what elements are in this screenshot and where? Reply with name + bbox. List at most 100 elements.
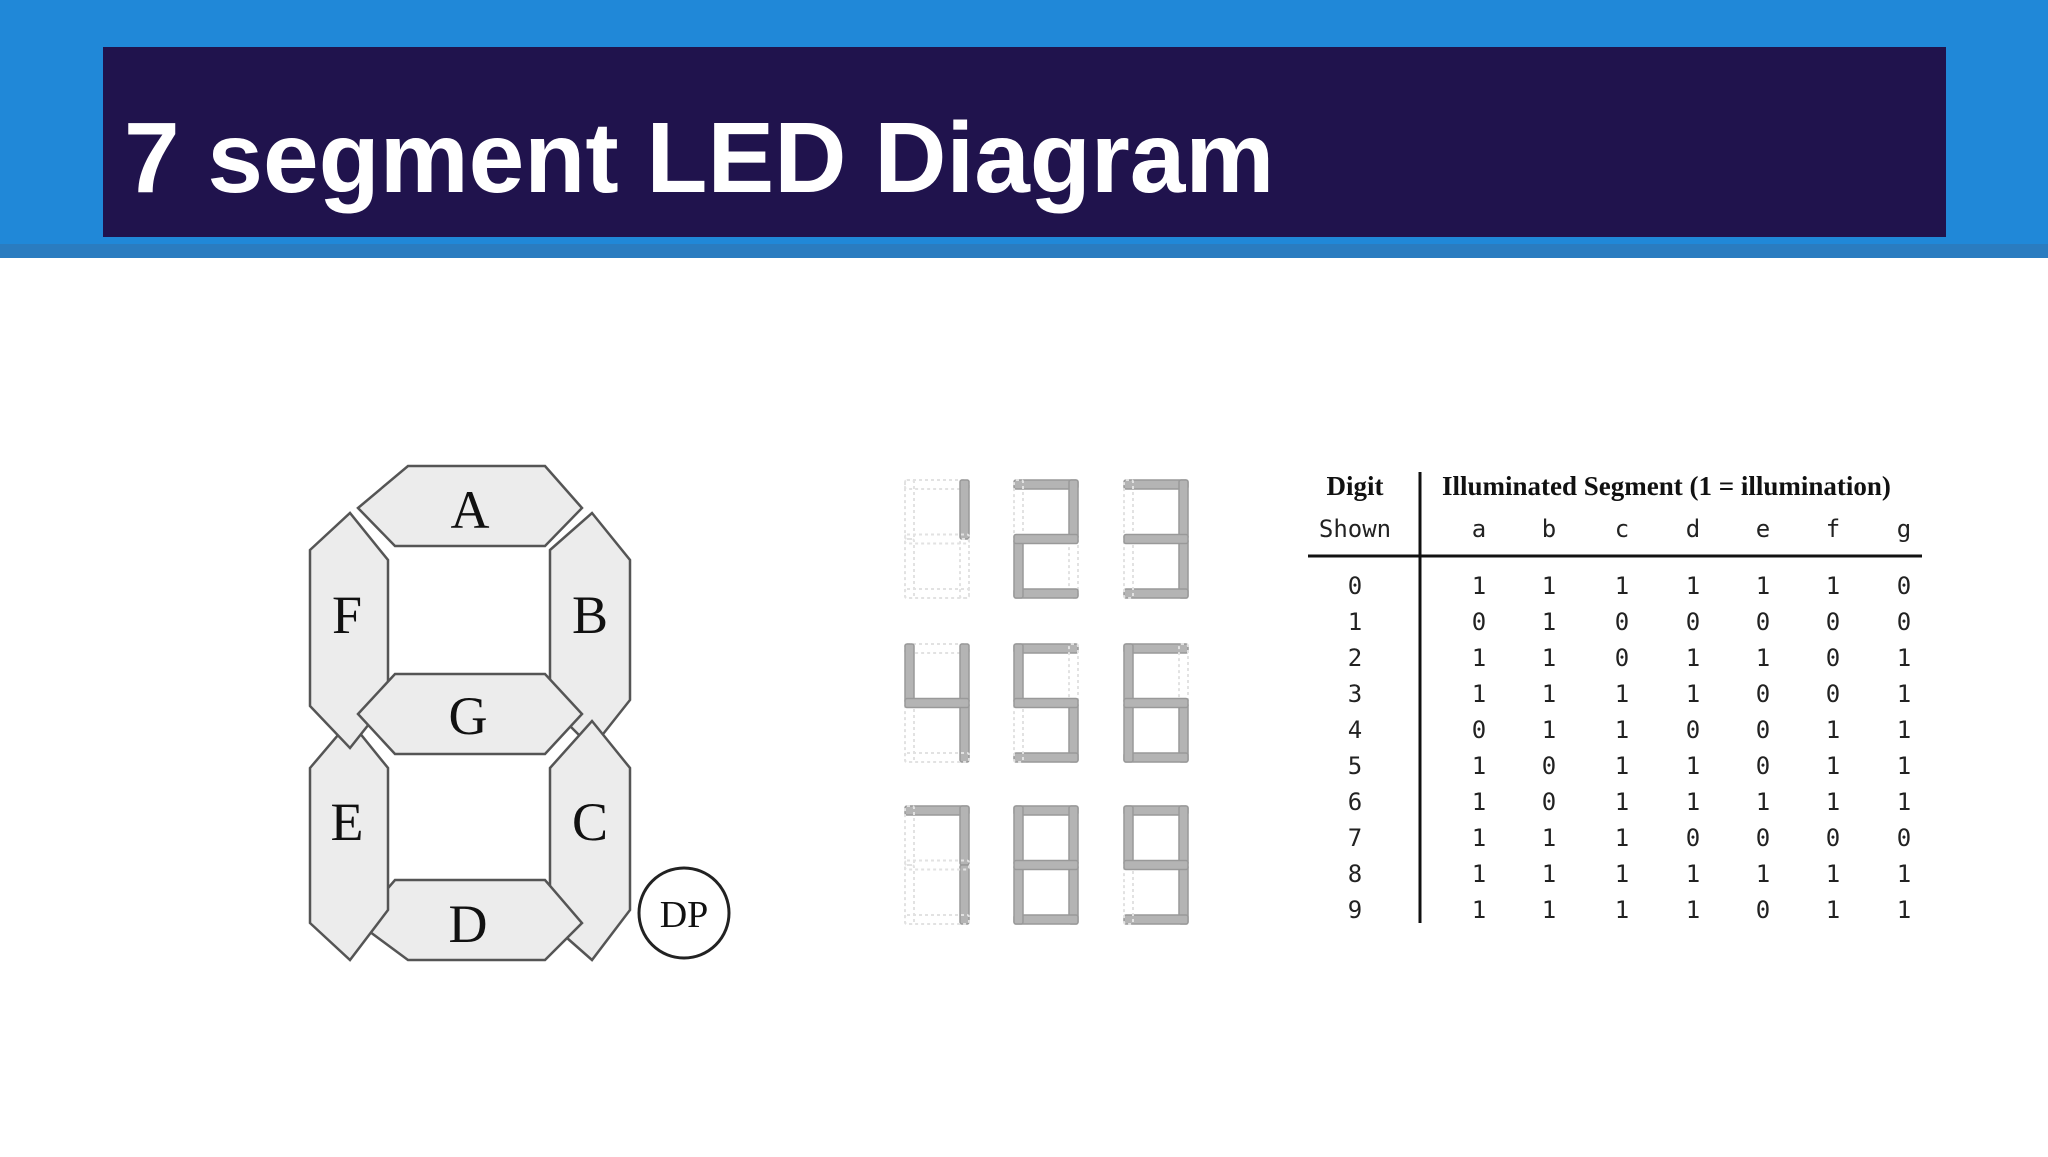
cell-d: 1 bbox=[1686, 572, 1700, 600]
segment-g-label: G bbox=[449, 686, 488, 746]
cell-e: 0 bbox=[1756, 752, 1770, 780]
cell-a: 1 bbox=[1472, 644, 1486, 672]
digit-1-segment-a bbox=[904, 479, 970, 490]
cell-b: 1 bbox=[1542, 572, 1556, 600]
column-header-d: d bbox=[1686, 515, 1700, 543]
column-header-g: g bbox=[1897, 515, 1911, 543]
cell-g: 1 bbox=[1897, 716, 1911, 744]
cell-e: 0 bbox=[1756, 716, 1770, 744]
cell-e: 0 bbox=[1756, 680, 1770, 708]
digit-8-segment-b bbox=[1068, 805, 1079, 866]
digit-9 bbox=[1123, 805, 1189, 925]
cell-c: 0 bbox=[1615, 644, 1629, 672]
digit-7-segment-d bbox=[904, 914, 970, 925]
cell-g: 0 bbox=[1897, 824, 1911, 852]
digit-7-segment-b bbox=[959, 805, 970, 866]
digit-2-segment-e bbox=[1013, 538, 1024, 599]
row-digit: 9 bbox=[1348, 896, 1362, 924]
digit-8-segment-f bbox=[1013, 805, 1024, 866]
row-digit: 7 bbox=[1348, 824, 1362, 852]
title-box bbox=[103, 47, 1946, 237]
cell-e: 1 bbox=[1756, 644, 1770, 672]
cell-d: 0 bbox=[1686, 608, 1700, 636]
cell-c: 1 bbox=[1615, 788, 1629, 816]
digit-7 bbox=[904, 805, 970, 925]
row-digit: 5 bbox=[1348, 752, 1362, 780]
slide-content: A B C D E F G DP Digit Illuminated Segme… bbox=[0, 258, 2048, 1152]
cell-a: 1 bbox=[1472, 896, 1486, 924]
cell-f: 1 bbox=[1826, 860, 1840, 888]
digit-6-segment-f bbox=[1123, 643, 1134, 704]
digit-1-segment-b bbox=[959, 479, 970, 540]
cell-a: 1 bbox=[1472, 824, 1486, 852]
segment-a bbox=[356, 464, 584, 548]
cell-f: 1 bbox=[1826, 716, 1840, 744]
digit-5 bbox=[1013, 643, 1079, 763]
cell-b: 1 bbox=[1542, 860, 1556, 888]
row-digit: 2 bbox=[1348, 644, 1362, 672]
digit-5-segment-g bbox=[1013, 697, 1079, 709]
cell-d: 1 bbox=[1686, 752, 1700, 780]
slide-title: 7 segment LED Diagram bbox=[124, 102, 1275, 214]
cell-f: 1 bbox=[1826, 788, 1840, 816]
row-digit: 8 bbox=[1348, 860, 1362, 888]
row-digit: 3 bbox=[1348, 680, 1362, 708]
cell-a: 1 bbox=[1472, 788, 1486, 816]
digit-examples-grid bbox=[904, 479, 1189, 925]
segment-d-label: D bbox=[449, 894, 488, 954]
column-header-b: b bbox=[1542, 515, 1556, 543]
cell-b: 1 bbox=[1542, 608, 1556, 636]
segment-a-label: A bbox=[451, 480, 490, 540]
digit-9-segment-f bbox=[1123, 805, 1134, 866]
digit-2-segment-g bbox=[1013, 533, 1079, 545]
cell-e: 0 bbox=[1756, 896, 1770, 924]
cell-d: 1 bbox=[1686, 860, 1700, 888]
cell-c: 1 bbox=[1615, 824, 1629, 852]
digit-8-segment-g bbox=[1013, 859, 1079, 871]
cell-f: 1 bbox=[1826, 752, 1840, 780]
digit-5-segment-d bbox=[1013, 752, 1079, 763]
digit-4-segment-a bbox=[904, 643, 970, 654]
digit-4-segment-d bbox=[904, 752, 970, 763]
digit-1-segment-d bbox=[904, 588, 970, 599]
digit-6-segment-e bbox=[1123, 702, 1134, 763]
column-header-e: e bbox=[1756, 515, 1770, 543]
row-digit: 0 bbox=[1348, 572, 1362, 600]
cell-g: 0 bbox=[1897, 572, 1911, 600]
column-header-f: f bbox=[1826, 515, 1840, 543]
column-header-c: c bbox=[1615, 515, 1629, 543]
cell-b: 1 bbox=[1542, 680, 1556, 708]
digit-1 bbox=[904, 479, 970, 599]
cell-e: 1 bbox=[1756, 860, 1770, 888]
cell-d: 0 bbox=[1686, 824, 1700, 852]
cell-b: 1 bbox=[1542, 896, 1556, 924]
cell-e: 0 bbox=[1756, 608, 1770, 636]
diagram-canvas: A B C D E F G DP Digit Illuminated Segme… bbox=[308, 464, 1922, 962]
segment-c-label: C bbox=[572, 792, 608, 852]
cell-a: 0 bbox=[1472, 716, 1486, 744]
cell-b: 0 bbox=[1542, 788, 1556, 816]
cell-g: 1 bbox=[1897, 680, 1911, 708]
header-shown: Shown bbox=[1319, 515, 1391, 543]
cell-b: 0 bbox=[1542, 752, 1556, 780]
digit-3-segment-g bbox=[1123, 533, 1189, 545]
digit-2-segment-b bbox=[1068, 479, 1079, 540]
cell-b: 1 bbox=[1542, 644, 1556, 672]
cell-d: 1 bbox=[1686, 788, 1700, 816]
row-digit: 6 bbox=[1348, 788, 1362, 816]
cell-g: 1 bbox=[1897, 752, 1911, 780]
digit-3-segment-d bbox=[1123, 588, 1189, 599]
digit-1-segment-f bbox=[904, 479, 915, 540]
cell-d: 1 bbox=[1686, 680, 1700, 708]
segment-f-label: F bbox=[332, 585, 362, 645]
digit-4-segment-f bbox=[904, 643, 915, 704]
